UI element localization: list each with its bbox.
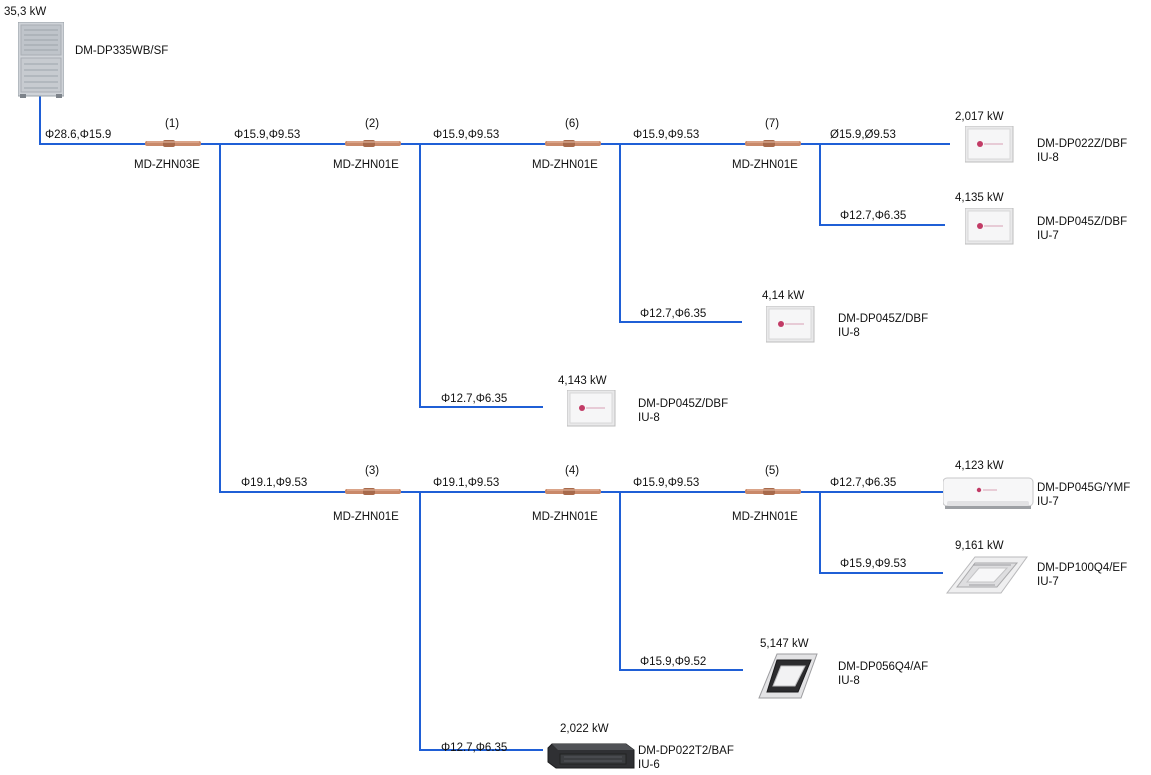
pipe-size-label: Φ19.1,Φ9.53 — [241, 477, 308, 489]
indoor-capacity: 4,14 kW — [762, 290, 805, 302]
branch-joint-icon — [545, 488, 601, 495]
four-way-cassette-icon — [758, 653, 818, 699]
branch-number: (4) — [565, 465, 580, 477]
pipe-branch-4 — [619, 492, 743, 671]
indoor-model: DM-DP045Z/DBF — [838, 313, 929, 325]
indoor-model: DM-DP045Z/DBF — [1037, 216, 1128, 228]
indoor-model: DM-DP022T2/BAF — [638, 745, 734, 757]
pipe-size-label: Φ15.9,Φ9.53 — [234, 129, 301, 141]
branch-number: (7) — [765, 118, 780, 130]
branch-joint-icon — [345, 488, 401, 495]
indoor-capacity: 2,022 kW — [560, 723, 609, 735]
branch-joint-icon — [145, 140, 201, 147]
cassette-panel-icon — [766, 306, 815, 343]
indoor-id: IU-8 — [1037, 152, 1059, 164]
cassette-panel-icon — [567, 390, 616, 427]
pipe-branch-2 — [419, 144, 543, 408]
branch-model: MD-ZHN01E — [732, 159, 798, 171]
pipe-size-label: Φ15.9,Φ9.53 — [840, 558, 907, 570]
branch-number: (2) — [365, 118, 380, 130]
pipe-size-label: Φ12.7,Φ6.35 — [640, 308, 707, 320]
outdoor-model: DM-DP335WB/SF — [75, 45, 169, 57]
indoor-id: IU-8 — [638, 412, 660, 424]
pipe-size-label: Φ15.9,Φ9.53 — [433, 129, 500, 141]
four-way-cassette-icon — [945, 556, 1028, 594]
pipe-size-label: Φ12.7,Φ6.35 — [441, 742, 508, 754]
branch-joints — [145, 140, 801, 495]
pipe-size-label: Φ28.6,Φ15.9 — [45, 129, 112, 141]
indoor-id: IU-7 — [1037, 496, 1059, 508]
branch-joint-icon — [745, 488, 801, 495]
pipe-size-label: Φ12.7,Φ6.35 — [441, 393, 508, 405]
indoor-capacity: 4,135 kW — [955, 192, 1004, 204]
indoor-capacity: 9,161 kW — [955, 540, 1004, 552]
pipe-lower-main — [219, 144, 943, 493]
pipe-branch-6 — [619, 144, 742, 323]
pipe-main-line — [39, 96, 950, 145]
indoor-capacity: 5,147 kW — [760, 638, 809, 650]
pipe-size-label: Φ15.9,Φ9.52 — [640, 656, 707, 668]
pipe-size-label: Φ15.9,Φ9.53 — [633, 129, 700, 141]
indoor-model: DM-DP100Q4/EF — [1037, 562, 1128, 574]
ducted-unit-icon — [547, 743, 635, 769]
indoor-id: IU-7 — [1037, 576, 1059, 588]
branch-number: (5) — [765, 465, 780, 477]
pipe-branch-5 — [819, 492, 943, 574]
pipe-size-label: Φ12.7,Φ6.35 — [830, 477, 897, 489]
branch-number: (1) — [165, 118, 180, 130]
branch-number: (3) — [365, 465, 380, 477]
indoor-id: IU-8 — [838, 327, 860, 339]
indoor-model: DM-DP045G/YMF — [1037, 482, 1131, 494]
branch-model: MD-ZHN01E — [333, 511, 399, 523]
indoor-model: DM-DP056Q4/AF — [838, 661, 929, 673]
indoor-model: DM-DP045Z/DBF — [638, 398, 729, 410]
branch-model: MD-ZHN03E — [134, 159, 200, 171]
pipe-size-label: Φ15.9,Φ9.53 — [633, 477, 700, 489]
pipe-branch-3 — [419, 492, 543, 751]
branch-model: MD-ZHN01E — [532, 159, 598, 171]
branch-joint-icon — [345, 140, 401, 147]
indoor-capacity: 4,143 kW — [558, 375, 607, 387]
outdoor-capacity: 35,3 kW — [4, 6, 47, 18]
outdoor-unit-icon — [18, 22, 64, 98]
branch-joint-icon — [545, 140, 601, 147]
branch-model: MD-ZHN01E — [532, 511, 598, 523]
cassette-panel-icon — [965, 126, 1014, 163]
branch-model: MD-ZHN01E — [732, 511, 798, 523]
branch-number: (6) — [565, 118, 580, 130]
cassette-panel-icon — [965, 208, 1014, 245]
pipe-size-label: Ø15.9,Ø9.53 — [830, 129, 896, 141]
pipe-size-label: Φ12.7,Φ6.35 — [840, 210, 907, 222]
indoor-capacity: 2,017 kW — [955, 111, 1004, 123]
indoor-id: IU-8 — [838, 675, 860, 687]
indoor-id: IU-7 — [1037, 230, 1059, 242]
pipe-size-label: Φ19.1,Φ9.53 — [433, 477, 500, 489]
indoor-model: DM-DP022Z/DBF — [1037, 138, 1128, 150]
branch-joint-icon — [745, 140, 801, 147]
indoor-id: IU-6 — [638, 759, 660, 771]
branch-model: MD-ZHN01E — [333, 159, 399, 171]
wall-split-icon — [943, 477, 1034, 509]
indoor-capacity: 4,123 kW — [955, 460, 1004, 472]
pipe-branch-7 — [819, 144, 945, 226]
